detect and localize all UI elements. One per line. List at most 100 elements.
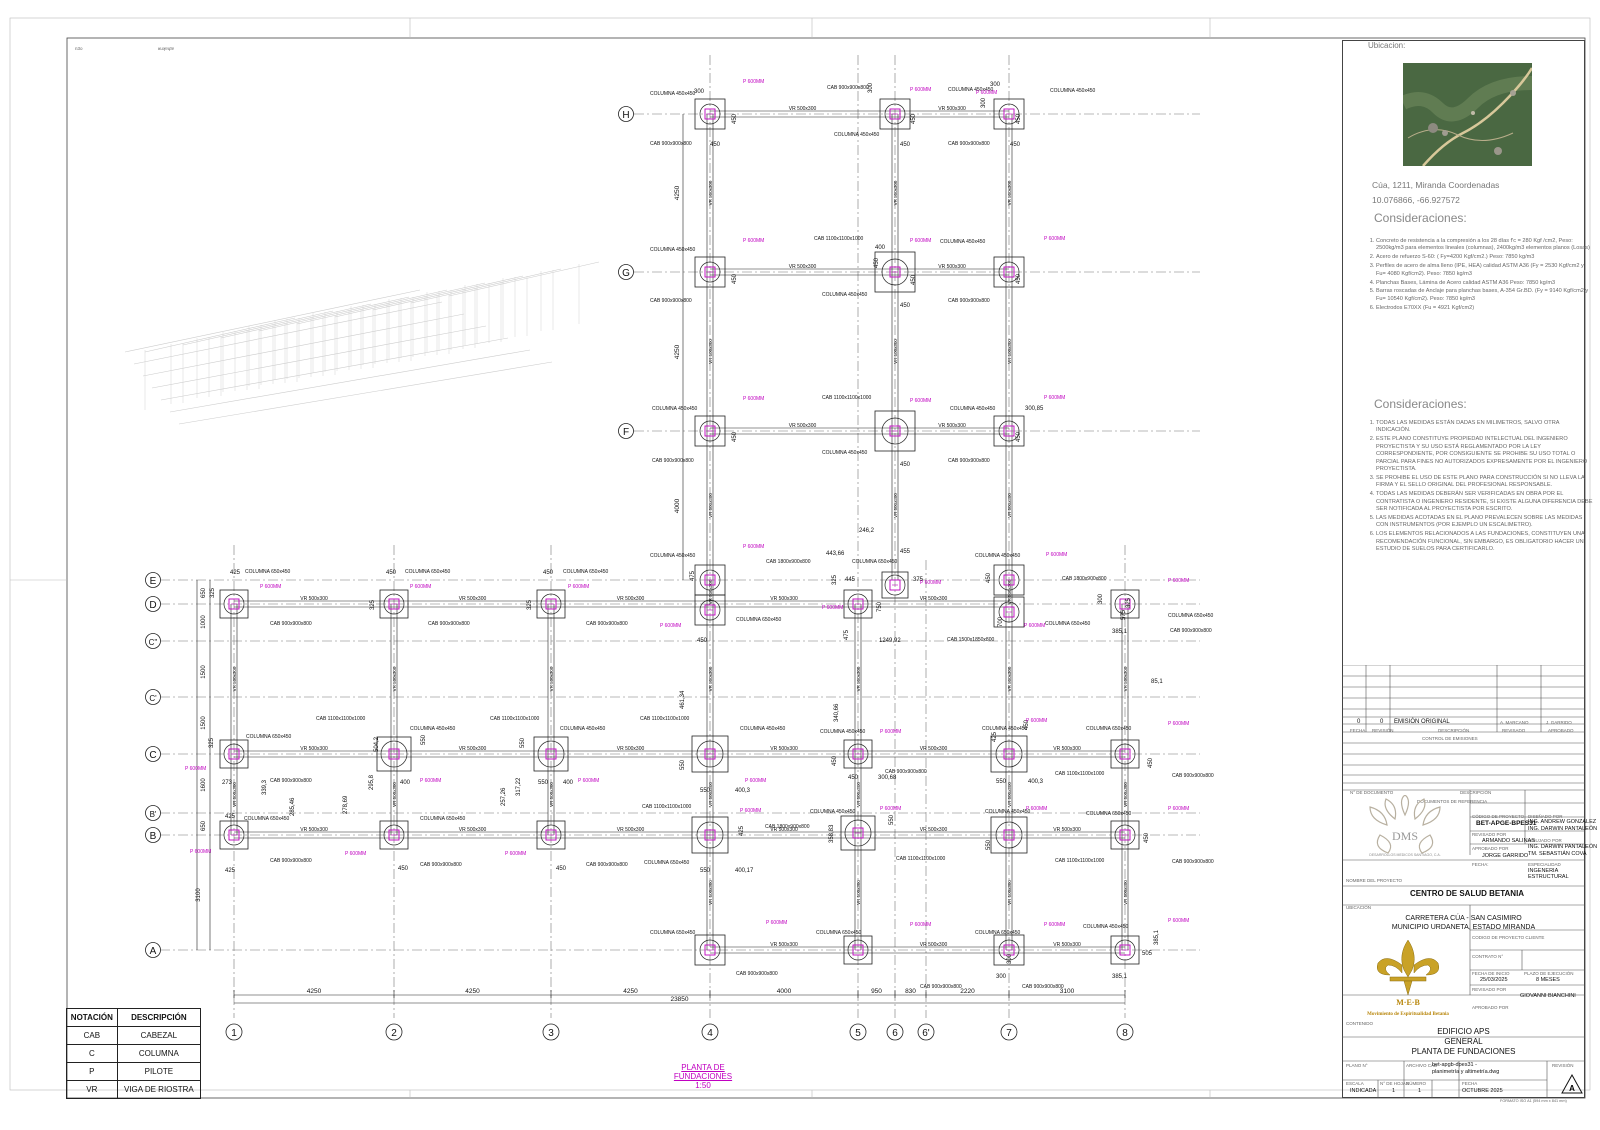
scale-label: ESCALA — [1346, 1081, 1364, 1086]
grid-bubble — [145, 746, 161, 762]
pile-label: P 600MM — [1168, 806, 1189, 812]
pile-label: P 600MM — [745, 778, 766, 784]
element-label: COLUMNA 650x450 — [1086, 811, 1132, 817]
meb-logo-subtitle: Movimiento de Espiritualidad Betania — [1367, 1012, 1449, 1017]
element-label: CAB 900x900x800 — [1022, 984, 1064, 990]
dimension-value: 1500 — [201, 665, 207, 679]
pile — [696, 740, 724, 768]
beam-label: VR 500x300 — [617, 596, 645, 602]
dimension-value: 375 — [913, 577, 924, 583]
pile-label: P 600MM — [1168, 918, 1189, 924]
dimension-value: 450 — [900, 462, 911, 468]
iso-beam — [410, 268, 562, 304]
pile-label: P 600MM — [410, 584, 431, 590]
dimension-lines: 3004504503004504503003004504504004504504… — [196, 82, 1163, 1004]
content-label: CONTENIDO — [1346, 1021, 1373, 1026]
rev-header-reviewed: REVISADO — [1502, 728, 1526, 733]
dimension-value: 450 — [732, 431, 738, 442]
number-value: 1 — [1418, 1088, 1422, 1094]
cad-file-label: ARCHIVO CAD — [1406, 1063, 1438, 1068]
term: 8 MESES — [1536, 977, 1560, 983]
grid-bubble — [145, 689, 161, 705]
element-label: COLUMNA 650x450 — [1045, 621, 1091, 627]
specialty: INGENERIA ESTRUCTURAL — [1528, 868, 1569, 880]
iso-beam — [151, 325, 487, 389]
iso-beam — [178, 361, 553, 425]
pile — [696, 821, 724, 849]
column — [1003, 108, 1015, 120]
beam-label: VR 500x300 — [549, 782, 554, 807]
element-label: CAB 1100x1100x1000 — [896, 856, 946, 862]
pile-label: P 600MM — [420, 778, 441, 784]
pile — [699, 420, 721, 442]
dimension-value: 425 — [230, 570, 241, 576]
designed-by-2: ING. DARWIN PANTALEÓN — [1528, 826, 1598, 832]
iso-beam — [372, 275, 524, 311]
dimension-value: 700 — [998, 616, 1004, 627]
pile-cap — [694, 98, 726, 130]
pile-label: P 600MM — [880, 729, 901, 735]
element-label: CAB 900x900x800 — [270, 858, 312, 864]
pile-label: P 600MM — [1168, 721, 1189, 727]
pile-cap — [694, 594, 726, 626]
dimension-value: 1000 — [201, 615, 207, 629]
project-name: CENTRO DE SALUD BETANIA — [1410, 889, 1525, 898]
dimension-value: 475 — [844, 629, 850, 640]
element-label: COLUMNA 450x450 — [950, 406, 996, 412]
revision-label: REVISIÓN — [1552, 1063, 1574, 1068]
element-label: COLUMNA 650x450 — [405, 569, 451, 575]
grid-bubble — [1116, 1023, 1134, 1041]
control-emisiones: CONTROL DE EMISIONES — [1422, 736, 1478, 741]
tie-beams: VR 500x300 VR 500x300 VR 500x300 VR 500x300… — [230, 106, 1129, 954]
beam-label: VR 500x300 — [708, 782, 713, 807]
project-location: CARRETERA CÚA - SAN CASIMIRO MUNICIPIO U… — [1342, 914, 1585, 932]
sheet-corner-label: n3o — [75, 46, 83, 51]
legend-header-notation: NOTACIÓN — [66, 1008, 118, 1027]
element-label: COLUMNA 650x450 — [816, 930, 862, 936]
grid-bubble — [849, 1023, 867, 1041]
pile-label: P 600MM — [1044, 922, 1065, 928]
column — [704, 266, 716, 278]
date2-value: OCTUBRE 2025 — [1462, 1088, 1503, 1094]
dimension-value: 325 — [209, 737, 215, 748]
grid-bubble — [145, 633, 161, 649]
element-label: CAB 900x900x800 — [1172, 773, 1214, 779]
dms-logo-subtitle: DESARROLLOS MEDICOS SANTIAGO, C.A. — [1369, 853, 1440, 857]
element-label: COLUMNA 450x450 — [650, 247, 696, 253]
pile — [998, 939, 1020, 961]
grid-label-row: C — [149, 750, 156, 761]
dimension-value: 425 — [739, 825, 745, 836]
dimension-value: 300 — [694, 89, 705, 95]
pile-label: P 600MM — [766, 920, 787, 926]
foundation-nodes — [219, 98, 1140, 966]
pile-label: P 600MM — [505, 851, 526, 857]
beam-label: VR 500x300 — [459, 746, 487, 752]
dimension-value: 650 — [201, 820, 207, 831]
column — [1003, 748, 1015, 760]
column — [545, 829, 557, 841]
element-label: COLUMNA 450x450 — [740, 726, 786, 732]
rev-header-date: FECHA — [1350, 728, 1366, 733]
dimension-value: 4000 — [777, 988, 792, 995]
pile-cap — [1110, 935, 1140, 965]
legend-notation: VR — [66, 1080, 118, 1099]
paper-format: FORMATO ISO A1 (594 mm x 841 mm) — [1500, 1099, 1567, 1103]
grid-label-col: 4 — [707, 1028, 713, 1039]
designed-by-1: ING. ANDREW GONZALEZ — [1528, 819, 1597, 825]
dimension-value: 450 — [1024, 719, 1030, 730]
pile-label: P 600MM — [743, 396, 764, 402]
dimension-value: 400 — [400, 780, 411, 786]
element-label: COLUMNA 650x450 — [1168, 613, 1214, 619]
dimension-value: 750 — [877, 601, 883, 612]
element-label: COLUMNA 450x450 — [982, 726, 1028, 732]
date2-label: FECHA — [1462, 1081, 1478, 1086]
dimension-value: 450 — [848, 775, 859, 781]
doc-reference: DOCUMENTOS DE REFERENCIA — [1417, 799, 1488, 804]
element-label: COLUMNA 650x450 — [736, 617, 782, 623]
pile — [1114, 593, 1136, 615]
pile-cap — [993, 596, 1025, 628]
element-label: CAB 900x900x800 — [586, 621, 628, 627]
pile-label: P 600MM — [976, 90, 997, 96]
element-label: COLUMNA 450x450 — [1083, 924, 1129, 930]
